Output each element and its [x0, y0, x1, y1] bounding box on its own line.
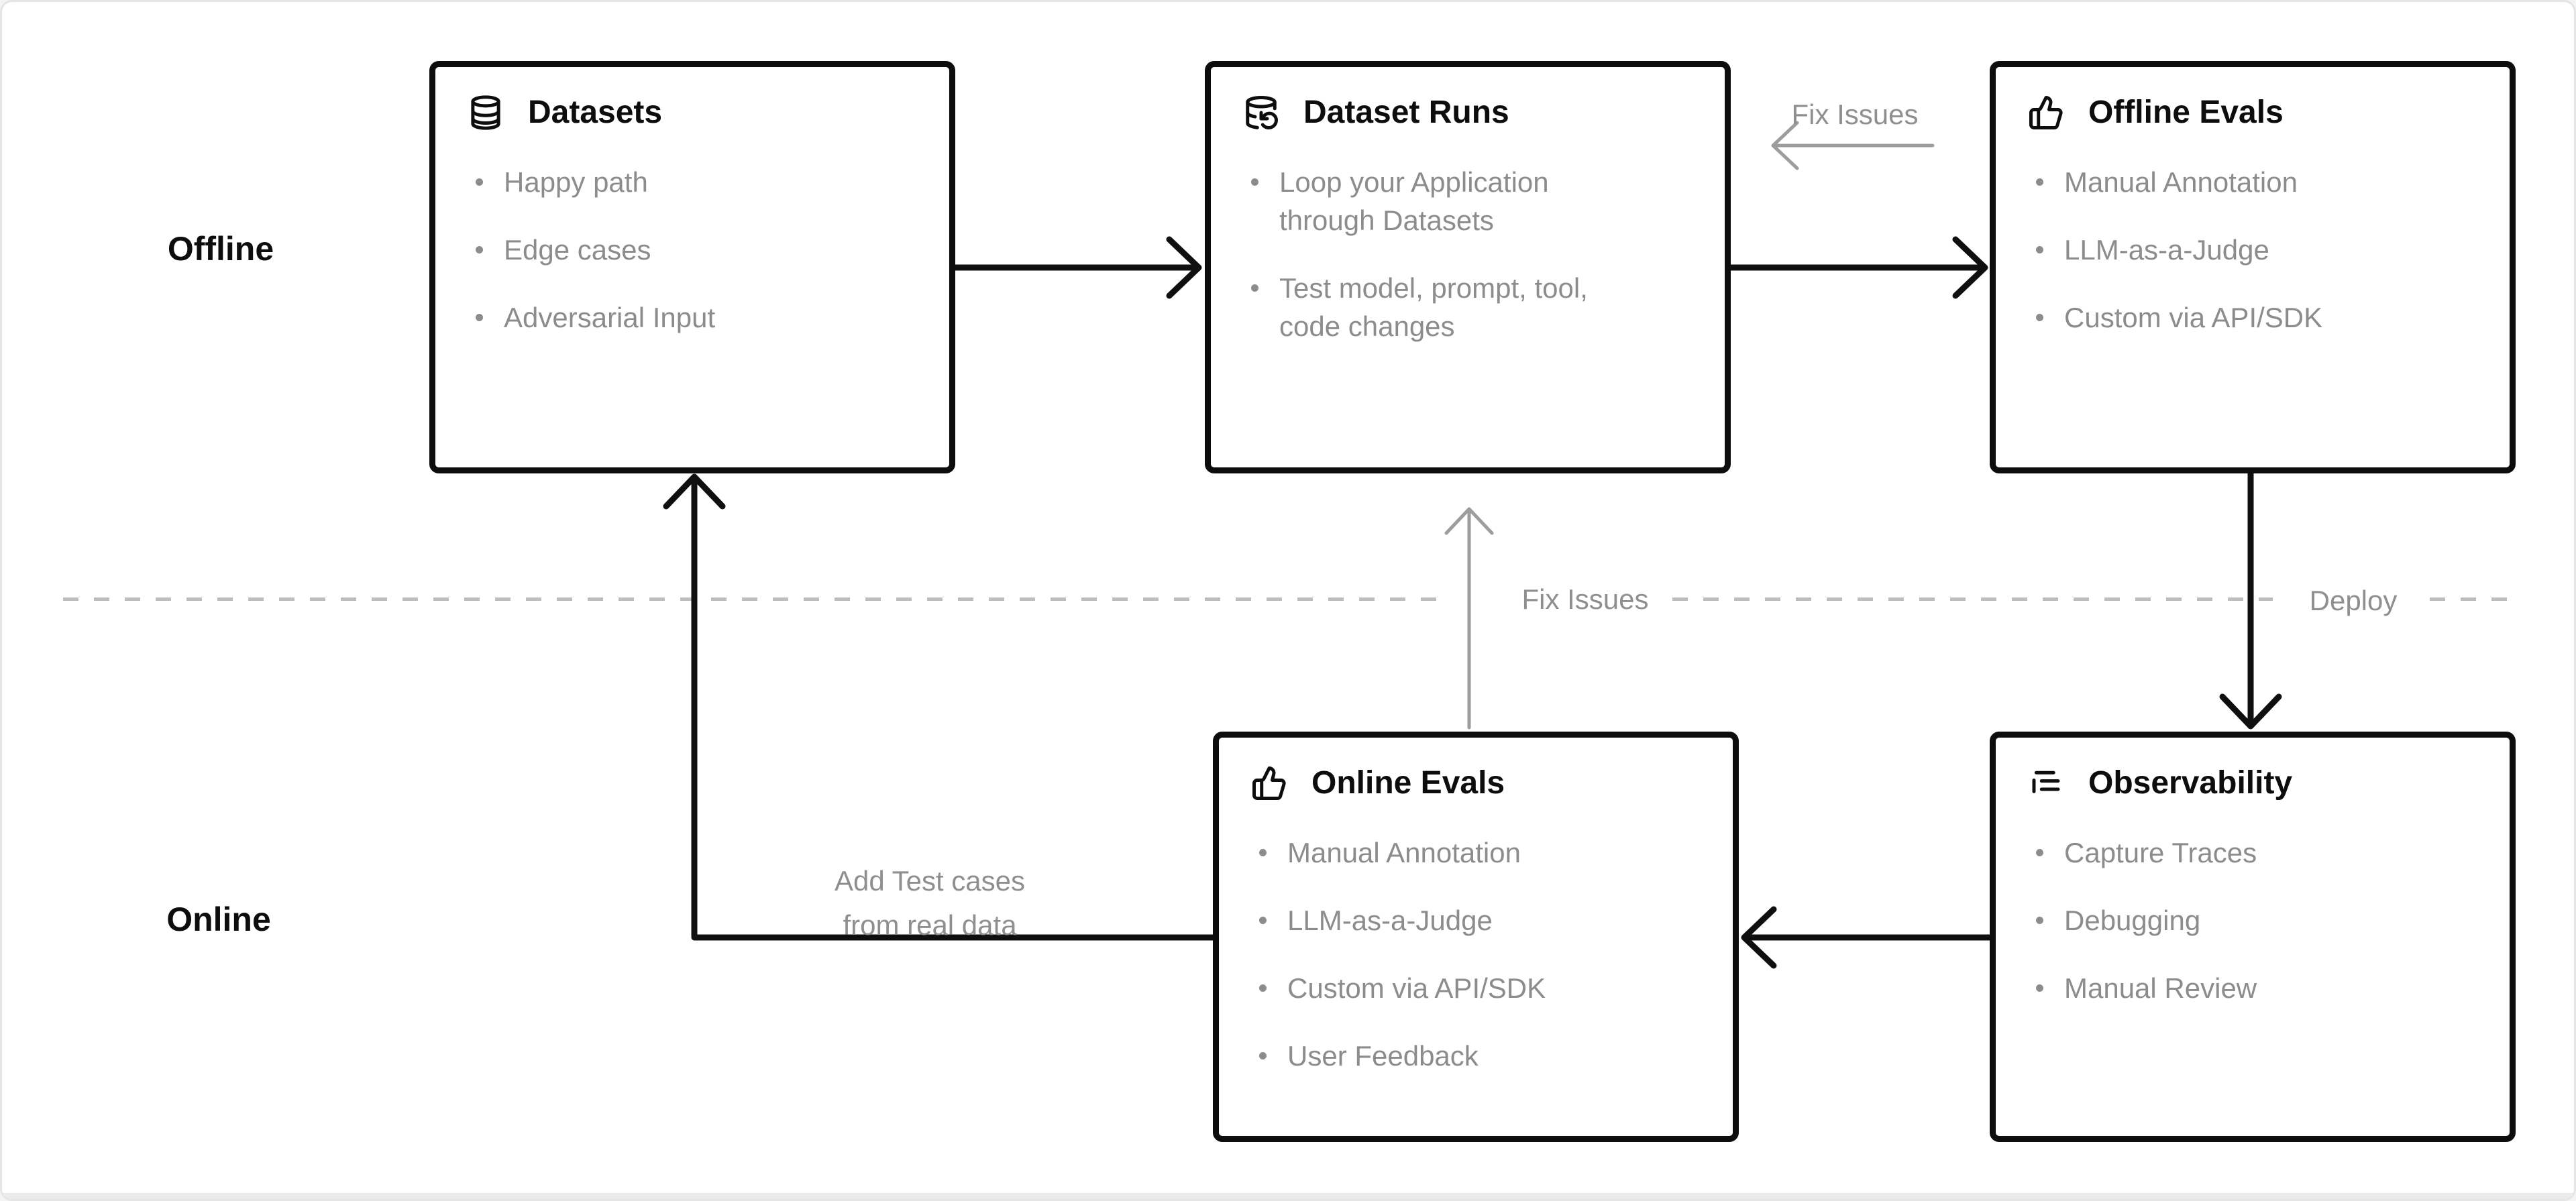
node-dataset-runs-list: Loop your Application through Datasets T…: [1243, 163, 1619, 345]
arrow-observability-to-online-evals: [1741, 906, 1993, 969]
frame-bottom-edge: [2, 1193, 2574, 1199]
list-item: Debugging: [2028, 901, 2483, 939]
fix-issues-label-mid: Fix Issues: [1521, 583, 1649, 615]
node-dataset-runs-title: Dataset Runs: [1303, 95, 1509, 130]
node-observability-title: Observability: [2088, 765, 2293, 801]
lane-divider-dashed-line: [2430, 597, 2517, 601]
database-icon: [468, 95, 504, 131]
lane-divider-dashed-line: [63, 597, 1451, 601]
node-observability-header: Observability: [2028, 764, 2483, 801]
node-offline-evals-title: Offline Evals: [2088, 95, 2284, 130]
node-offline-evals: Offline Evals Manual Annotation LLM-as-a…: [1990, 61, 2516, 473]
node-datasets-title: Datasets: [528, 95, 663, 130]
node-online-evals-header: Online Evals: [1251, 764, 1706, 801]
node-online-evals-title: Online Evals: [1311, 765, 1505, 801]
node-online-evals: Online Evals Manual Annotation LLM-as-a-…: [1213, 732, 1739, 1142]
arrow-dataset-runs-to-offline-evals: [1727, 236, 1988, 299]
node-datasets-list: Happy path Edge cases Adversarial Input: [468, 163, 922, 337]
list-item: User Feedback: [1251, 1037, 1706, 1075]
thumbs-up-icon: [2028, 95, 2064, 131]
logs-icon: [2028, 765, 2064, 801]
node-datasets: Datasets Happy path Edge cases Adversari…: [429, 61, 955, 473]
node-datasets-header: Datasets: [468, 94, 922, 131]
list-item: Happy path: [468, 163, 922, 201]
lane-divider-dashed-line: [1672, 597, 2273, 601]
list-item: Edge cases: [468, 231, 922, 269]
node-offline-evals-list: Manual Annotation LLM-as-a-Judge Custom …: [2028, 163, 2483, 337]
node-observability: Observability Capture Traces Debugging M…: [1990, 732, 2516, 1142]
node-dataset-runs: Dataset Runs Loop your Application throu…: [1205, 61, 1731, 473]
list-item: Custom via API/SDK: [2028, 298, 2483, 337]
online-lane-label: Online: [166, 901, 271, 938]
arrow-datasets-to-dataset-runs: [952, 236, 1202, 299]
list-item: LLM-as-a-Judge: [2028, 231, 2483, 269]
node-dataset-runs-header: Dataset Runs: [1243, 94, 1698, 131]
list-item: Manual Annotation: [1251, 834, 1706, 872]
node-online-evals-list: Manual Annotation LLM-as-a-Judge Custom …: [1251, 834, 1706, 1075]
list-item: Manual Annotation: [2028, 163, 2483, 201]
database-backup-icon: [1243, 95, 1279, 131]
list-item: Custom via API/SDK: [1251, 969, 1706, 1007]
node-observability-list: Capture Traces Debugging Manual Review: [2028, 834, 2483, 1007]
fix-issues-label-top: Fix Issues: [1791, 99, 1919, 130]
arrow-fix-issues-mid: [1444, 507, 1494, 730]
list-item: Adversarial Input: [468, 298, 922, 337]
list-item: Loop your Application through Datasets: [1243, 163, 1619, 239]
add-test-cases-label: Add Test cases from real data: [834, 865, 1026, 941]
list-item: Capture Traces: [2028, 834, 2483, 872]
offline-lane-label: Offline: [167, 230, 274, 268]
list-item: Manual Review: [2028, 969, 2483, 1007]
node-offline-evals-header: Offline Evals: [2028, 94, 2483, 131]
deploy-label: Deploy: [2309, 585, 2398, 616]
list-item: LLM-as-a-Judge: [1251, 901, 1706, 939]
thumbs-up-icon: [1251, 765, 1287, 801]
list-item: Test model, prompt, tool, code changes: [1243, 269, 1619, 345]
